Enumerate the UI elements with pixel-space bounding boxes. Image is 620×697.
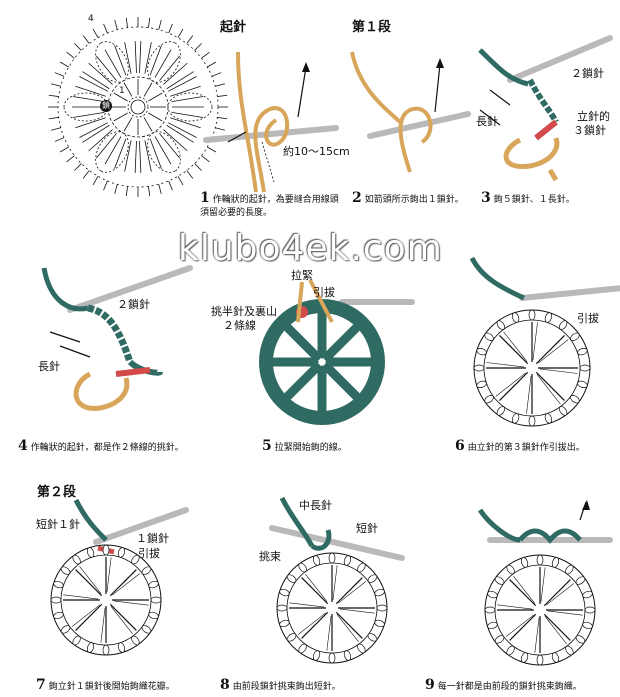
step2-number: 2 — [352, 190, 362, 206]
header-round1: 第１段 — [352, 20, 392, 35]
step5-label-two: ２條線 — [223, 319, 256, 332]
step4-number: 4 — [18, 438, 28, 454]
step9-caption-text: 每一針都是由前段的鎖針挑束鉤織。 — [437, 682, 582, 692]
step6-label-slip: 引拔 — [577, 312, 599, 325]
chart-label-1: 1 — [119, 86, 125, 96]
step3-label-stand: 立針的 — [577, 110, 610, 123]
watermark: klubo4ek.com — [178, 228, 443, 269]
header-round2: 第２段 — [37, 485, 77, 500]
step5-caption-text: 拉緊開始鉤的線。 — [274, 443, 347, 453]
step8-caption-text: 由前段鎖針挑束鉤出短針。 — [232, 682, 341, 692]
step7-label-slip: 引拔 — [138, 547, 160, 560]
step7-caption-text: 鉤立針１鎖針後開始鉤織花瓣。 — [48, 682, 175, 692]
step8-label-hdc: 中長針 — [299, 499, 332, 512]
step6-caption-text: 由立針的第３鎖針作引拔出。 — [467, 443, 585, 453]
step3-label-chain3: ３鎖針 — [573, 124, 606, 137]
step8-label-sc: 短針 — [356, 522, 378, 535]
chart-label-start: 鎖 — [100, 100, 112, 112]
step5-label-pull: 拉緊 — [291, 269, 313, 282]
step3-caption-text: 鉤５鎖針、１長針。 — [493, 195, 575, 205]
step5-number: 5 — [262, 438, 272, 454]
step3-label-chain2: ２鎖針 — [571, 67, 604, 80]
step8-label-bundle: 挑束 — [259, 550, 281, 563]
step9-number: 9 — [425, 677, 435, 693]
step7-label-chain1: １鎖針 — [136, 532, 169, 545]
header-start: 起針 — [220, 20, 247, 35]
step8-number: 8 — [220, 677, 230, 693]
step5-label-slip: 引拔 — [313, 286, 335, 299]
step4-label-chain2: ２鎖針 — [117, 298, 150, 311]
chart-label-4: 4 — [88, 14, 94, 24]
step7-label-sc1: 短針１針 — [36, 518, 80, 531]
step2-caption-text: 如箭頭所示鉤出１鎖針。 — [364, 195, 464, 205]
step3-number: 3 — [481, 190, 491, 206]
step6-number: 6 — [455, 438, 465, 454]
step4-caption-text: 作輪狀的起針，都是作２條線的挑針。 — [30, 443, 184, 453]
step1-length-label: 約10～15cm — [283, 145, 350, 158]
step7-number: 7 — [36, 677, 46, 693]
step3-label-dc: 長針 — [476, 115, 498, 128]
step1-number: 1 — [200, 190, 210, 206]
step5-label-pick: 挑半針及裏山 — [211, 305, 277, 318]
step1-caption-text: 作輪狀的起針，為要縫合用線頭須留必要的長度。 — [200, 195, 339, 218]
step4-label-dc: 長針 — [38, 360, 60, 373]
